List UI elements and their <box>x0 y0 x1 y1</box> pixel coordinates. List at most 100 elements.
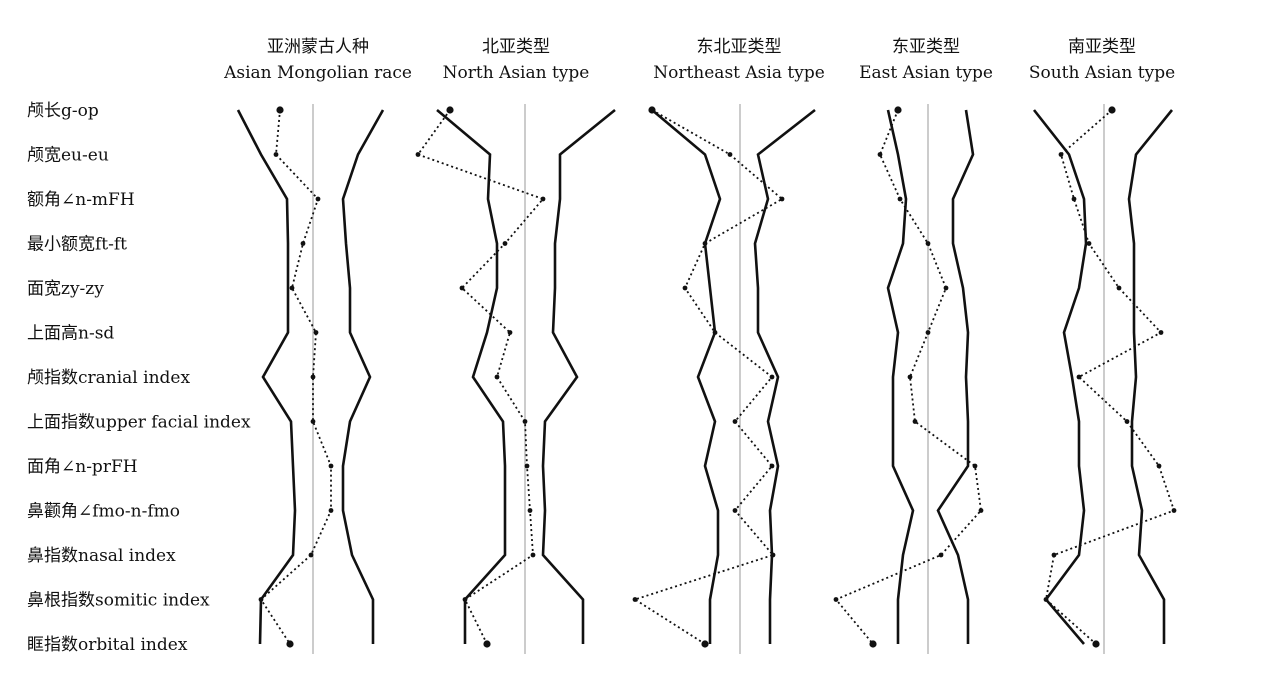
sample-point <box>632 597 638 602</box>
sample-point <box>938 552 944 558</box>
right-bound-line <box>936 109 975 644</box>
panel-title-en: Asian Mongolian race <box>223 63 412 83</box>
panel-title-cn: 南亚类型 <box>1068 37 1136 57</box>
sample-point <box>446 106 454 114</box>
row-label: 鼻颧角∠fmo-n-fmo <box>27 502 180 522</box>
sample-point <box>833 597 839 602</box>
left-bound-line <box>236 109 297 645</box>
sample-point <box>912 419 918 424</box>
row-label: 最小额宽ft-ft <box>27 235 127 255</box>
sample-point <box>1116 285 1122 291</box>
sample-point <box>1171 508 1177 513</box>
sample-point <box>530 552 536 558</box>
row-label: 眶指数orbital index <box>27 635 188 655</box>
sample-point <box>313 330 319 335</box>
panel: 东北亚类型 Northeast Asia type <box>632 37 825 654</box>
panel-title-cn: 亚洲蒙古人种 <box>267 37 369 57</box>
row-label: 颅宽eu-eu <box>27 146 109 166</box>
sample-point <box>978 508 984 513</box>
panel-title-cn: 北亚类型 <box>482 37 550 57</box>
sample-point <box>462 597 468 602</box>
sample-point <box>310 419 316 424</box>
sample-point <box>459 285 465 291</box>
sample-point <box>769 463 775 469</box>
sample-point <box>522 419 528 424</box>
panel-title-cn: 东北亚类型 <box>697 37 782 57</box>
sample-point <box>648 106 656 114</box>
row-label: 额角∠n-mFH <box>27 190 135 210</box>
sample-point <box>540 196 546 202</box>
sample-point <box>415 152 421 157</box>
sample-point <box>258 597 264 602</box>
sample-point <box>770 552 776 558</box>
row-label: 鼻指数nasal index <box>27 546 176 566</box>
sample-point <box>494 374 500 380</box>
sample-point <box>779 196 785 202</box>
sample-point <box>315 196 321 202</box>
left-bound-line <box>436 109 507 644</box>
sample-point <box>1108 106 1116 114</box>
sample-point <box>308 552 314 558</box>
row-label: 面角∠n-prFH <box>27 457 138 477</box>
row-label: 颅长g-op <box>27 101 99 121</box>
right-bound-line <box>753 108 816 644</box>
sample-line <box>259 109 332 645</box>
sample-point <box>727 152 733 157</box>
sample-point <box>1086 241 1092 246</box>
panel: 北亚类型 North Asian type <box>415 37 616 654</box>
panel: 亚洲蒙古人种 Asian Mongolian race <box>223 37 412 654</box>
sample-point <box>701 640 709 648</box>
sample-point <box>925 330 931 335</box>
sample-point <box>1051 552 1057 558</box>
sample-point <box>712 330 718 335</box>
sample-point <box>897 196 903 202</box>
sample-point <box>1043 597 1049 602</box>
sample-line <box>1045 109 1176 645</box>
right-bound-line <box>1127 109 1174 644</box>
sample-point <box>1071 196 1077 202</box>
sample-point <box>925 241 931 246</box>
right-bound-line <box>541 108 616 644</box>
panel-title-en: North Asian type <box>443 63 590 83</box>
sample-point <box>527 508 533 513</box>
row-label: 颅指数cranial index <box>27 368 190 388</box>
sample-point <box>732 508 738 513</box>
sample-point <box>877 152 883 157</box>
sample-point <box>869 640 877 648</box>
row-label: 上面高n-sd <box>27 324 114 344</box>
panel: 南亚类型 South Asian type <box>1029 37 1177 654</box>
panels: 亚洲蒙古人种 Asian Mongolian race 北亚类型 North Asia… <box>223 37 1177 654</box>
sample-point <box>907 374 913 380</box>
sample-point <box>1092 640 1100 648</box>
sample-line <box>416 109 545 645</box>
sample-point <box>310 374 316 380</box>
sample-point <box>507 330 513 335</box>
right-bound-line <box>341 109 385 644</box>
sample-point <box>328 463 334 469</box>
sample-point <box>502 241 508 246</box>
sample-point <box>769 374 775 380</box>
sample-point <box>328 508 334 513</box>
sample-point <box>1158 330 1164 335</box>
sample-point <box>1076 374 1082 380</box>
sample-point <box>682 285 688 291</box>
sample-point <box>289 285 295 291</box>
sample-point <box>894 106 902 114</box>
left-bound-line <box>886 109 915 644</box>
sample-point <box>273 152 279 157</box>
row-labels: 颅长g-op 颅宽eu-eu 额角∠n-mFH 最小额宽ft-ft 面宽zy-zy 上面高… <box>27 101 251 655</box>
row-label: 上面指数upper facial index <box>27 413 251 433</box>
sample-point <box>972 463 978 469</box>
panel-title-en: Northeast Asia type <box>653 63 825 83</box>
sample-point <box>276 106 284 114</box>
sample-point <box>732 419 738 424</box>
sample-point <box>1058 152 1064 157</box>
sample-line <box>632 109 784 645</box>
row-label: 面宽zy-zy <box>27 279 104 299</box>
panel-title-en: South Asian type <box>1029 63 1175 83</box>
sample-point <box>300 241 306 246</box>
sample-point <box>943 285 949 291</box>
left-bound-line <box>651 109 722 644</box>
